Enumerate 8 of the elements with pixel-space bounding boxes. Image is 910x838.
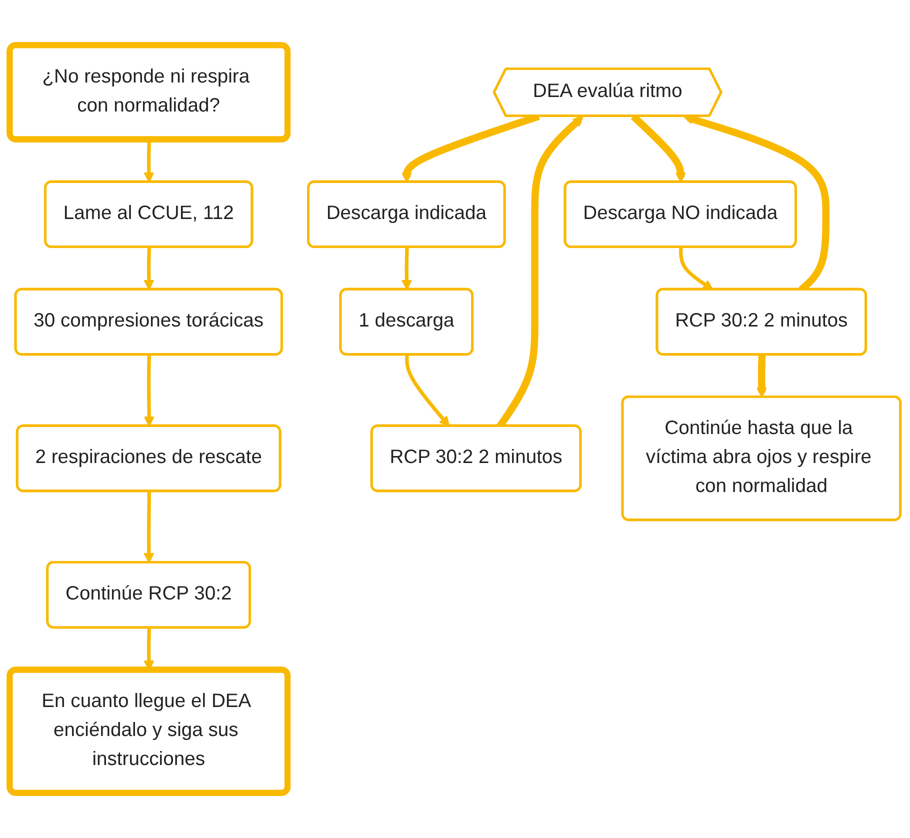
- arrow: [401, 247, 412, 290]
- arrow: [144, 140, 154, 183]
- arrow: [679, 247, 714, 290]
- arrow: [144, 491, 154, 564]
- arrow: [144, 354, 154, 427]
- arrow: [756, 354, 768, 398]
- arrow: [405, 354, 450, 427]
- arrow: [144, 247, 154, 290]
